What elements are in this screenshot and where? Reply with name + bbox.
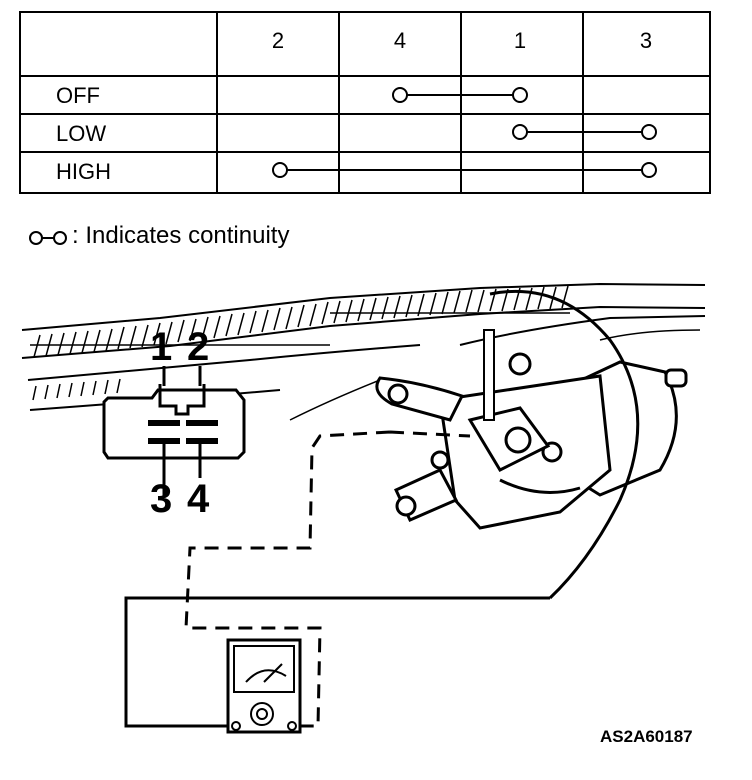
figure-code: AS2A60187: [600, 727, 693, 746]
column-header-4: 4: [394, 28, 406, 53]
row-label-low: LOW: [56, 121, 106, 146]
continuity-legend: : Indicates continuity: [28, 222, 289, 250]
test-lead-solid: [124, 478, 550, 728]
continuity-mark-off: [392, 87, 528, 103]
continuity-table: 2 4 1 3 OFF LOW HIGH: [19, 11, 711, 194]
continuity-symbol-icon: [29, 230, 67, 245]
magnifier-outline: [489, 289, 640, 600]
pin-3-terminal: [148, 438, 180, 444]
legend-text: : Indicates continuity: [72, 222, 290, 249]
row-label-high: HIGH: [56, 159, 111, 184]
ohmmeter: [226, 638, 302, 734]
column-header-3: 3: [640, 28, 652, 53]
column-header-1: 1: [514, 28, 526, 53]
pin-label-4: 4: [187, 477, 210, 521]
connector: [102, 366, 246, 478]
pin-2-terminal: [186, 420, 218, 426]
pin-4-terminal: [186, 438, 218, 444]
wiper-motor: [375, 329, 688, 530]
pin-1-terminal: [148, 420, 180, 426]
column-header-2: 2: [272, 28, 284, 53]
pin-label-1: 1: [150, 325, 172, 369]
row-label-off: OFF: [56, 83, 100, 108]
continuity-mark-high: [272, 162, 657, 178]
continuity-mark-low: [512, 124, 657, 140]
body-panel: [21, 282, 706, 421]
pin-label-2: 2: [187, 325, 209, 369]
test-lead-dashed: [184, 430, 471, 728]
pin-label-3: 3: [150, 477, 172, 521]
